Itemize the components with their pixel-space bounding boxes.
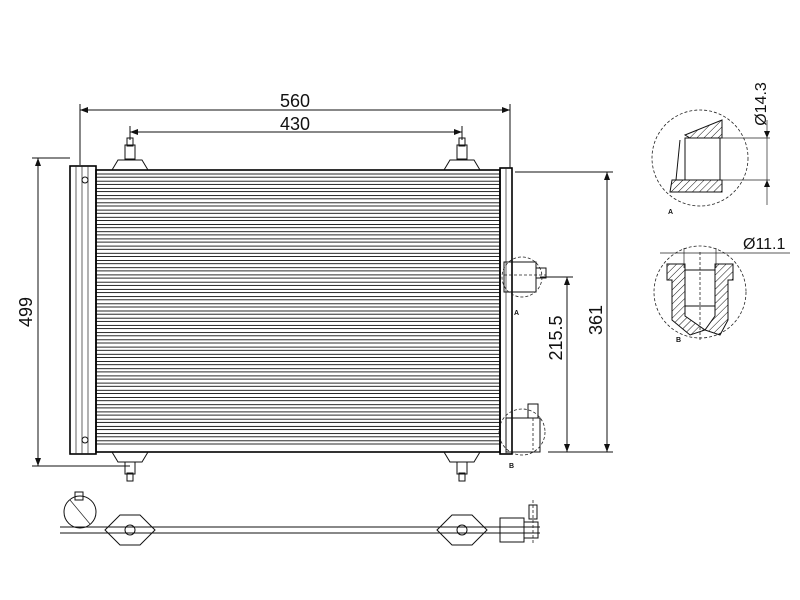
- dimension-mount-spacing: 430: [129, 114, 463, 140]
- core-tube: [95, 209, 501, 214]
- core-tube: [95, 368, 501, 373]
- top-right-mount-pin: [443, 137, 481, 171]
- dim-361-label: 361: [586, 305, 606, 335]
- detail-b-marker: B: [509, 463, 514, 470]
- core-tube: [95, 231, 501, 236]
- core-tube: [95, 353, 501, 358]
- detail-a: Ø14.3 A: [651, 82, 770, 216]
- core-tube: [95, 238, 501, 243]
- dimension-outlet-offset: 215.5: [540, 276, 573, 452]
- dim-560-label: 560: [280, 91, 310, 111]
- core-tube: [95, 324, 501, 330]
- core-tubes: [95, 173, 501, 445]
- core-tube: [95, 332, 501, 337]
- detail-a-label: A: [668, 209, 673, 216]
- core-tube: [95, 425, 501, 431]
- core-tube: [95, 404, 501, 409]
- core-tube: [95, 252, 501, 257]
- core-tube: [95, 389, 501, 394]
- core-tube: [95, 216, 501, 221]
- core-tube: [95, 440, 501, 445]
- core-tube: [95, 173, 501, 178]
- bottom-right-mount-pin: [443, 451, 481, 482]
- detail-b-label: B: [676, 337, 681, 344]
- core-tube: [95, 281, 501, 286]
- core-tube: [95, 260, 501, 265]
- outlet-fitting-b: B: [498, 403, 546, 470]
- core-tube: [95, 296, 501, 301]
- core-tube: [95, 382, 501, 387]
- bottom-left-mount-pin: [111, 451, 149, 482]
- dimension-overall-width: 560: [79, 91, 511, 168]
- dim-499-label: 499: [16, 297, 36, 327]
- core-tube: [95, 187, 501, 193]
- core-tube: [95, 267, 501, 272]
- core-tube: [95, 339, 501, 344]
- core-tube: [95, 274, 501, 279]
- core-tube: [95, 180, 501, 185]
- core-tube: [95, 310, 501, 315]
- core-tube: [95, 202, 501, 207]
- core-tube: [95, 288, 501, 294]
- left-header-tank: [69, 165, 97, 455]
- detail-b: Ø11.1 B: [653, 236, 790, 344]
- dim-430-label: 430: [280, 114, 310, 134]
- core-tube: [95, 245, 501, 250]
- dimension-core-height: 361: [515, 171, 613, 453]
- core-tube: [95, 411, 501, 416]
- core-tube: [95, 317, 501, 322]
- dimension-overall-height: 499: [16, 157, 130, 467]
- detail-a-marker: A: [514, 310, 519, 317]
- bottom-side-view: [60, 491, 540, 546]
- core-tube: [95, 224, 501, 229]
- inlet-fitting-a: A: [501, 256, 547, 317]
- dim-215-5-label: 215.5: [546, 315, 566, 360]
- right-header-tank: [499, 167, 513, 455]
- detail-b-diameter-label: Ø11.1: [743, 236, 786, 253]
- core-tube: [95, 433, 501, 438]
- top-left-mount-pin: [111, 137, 149, 171]
- core-tube: [95, 195, 501, 200]
- condenser-core: [95, 169, 501, 453]
- core-tube: [95, 418, 501, 423]
- core-tube: [95, 346, 501, 351]
- core-tube: [95, 397, 501, 402]
- detail-a-diameter-label: Ø14.3: [753, 82, 770, 126]
- core-tube: [95, 375, 501, 380]
- core-tube: [95, 361, 501, 366]
- core-tube: [95, 303, 501, 308]
